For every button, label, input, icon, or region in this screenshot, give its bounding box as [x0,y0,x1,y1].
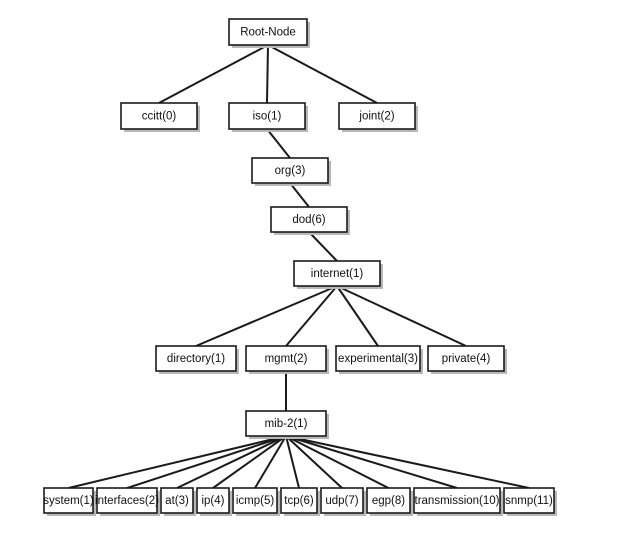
edge-mib-2-to-snmp [285,435,530,489]
node-iso: iso(1) [228,102,308,132]
node-mgmt-box [245,345,327,372]
edge-internet-to-experimental [336,285,379,347]
node-system-box [43,487,94,514]
node-dod: dod(6) [270,206,350,235]
node-icmp-label: icmp(5) [236,495,275,507]
node-interfaces: interfaces(2) [95,487,160,516]
edge-mib-2-to-udp [285,435,343,489]
node-transmission-box [413,487,501,514]
node-mgmt-label: mgmt(2) [265,353,308,365]
node-iso-label: iso(1) [253,111,282,123]
node-experimental-box [335,345,421,372]
node-ip-label: ip(4) [201,495,224,507]
node-snmp-label: snmp(11) [505,495,553,507]
node-org-label: org(3) [275,165,306,177]
node-directory: directory(1) [155,345,239,374]
node-ip: ip(4) [196,487,232,516]
node-joint-label: joint(2) [358,111,394,123]
edge-iso-to-org [266,128,291,159]
node-interfaces-label: interfaces(2) [95,495,159,507]
node-private: private(4) [427,345,507,374]
node-system-label: system(1) [43,495,94,507]
node-snmp: snmp(11) [503,487,557,516]
node-dod-box [270,206,348,233]
node-experimental: experimental(3) [335,345,423,374]
edge-root-to-ccitt [158,44,269,104]
node-internet-label: internet(1) [311,268,364,280]
node-dod-label: dod(6) [292,214,325,226]
node-egp-label: egp(8) [372,495,405,507]
node-udp-label: udp(7) [325,495,358,507]
node-ip-box [196,487,230,514]
edge-root-to-iso [266,44,269,104]
node-mib-2: mib-2(1) [245,410,329,439]
node-icmp: icmp(5) [232,487,280,516]
edge-dod-to-internet [308,231,338,262]
node-directory-label: directory(1) [167,353,225,365]
edge-internet-to-directory [195,285,338,347]
node-egp: egp(8) [366,487,413,516]
node-private-label: private(4) [442,353,491,365]
tree-edges [68,44,530,489]
node-transmission-label: transmission(10) [415,495,500,507]
node-udp-box [320,487,364,514]
edge-mib-2-to-ip [212,435,287,489]
node-experimental-label: experimental(3) [338,353,418,365]
node-ccitt-label: ccitt(0) [142,111,177,123]
edge-mib-2-to-tcp [285,435,300,489]
node-private-box [427,345,505,372]
edge-mib-2-to-icmp [254,435,287,489]
node-at-label: at(3) [165,495,189,507]
node-transmission: transmission(10) [413,487,503,516]
edge-internet-to-mgmt [285,285,338,347]
node-at: at(3) [160,487,196,516]
node-org: org(3) [251,157,331,186]
node-at-box [160,487,194,514]
edge-mib-2-to-system [68,435,287,489]
node-udp: udp(7) [320,487,366,516]
edge-internet-to-private [336,285,467,347]
edge-mib-2-to-interfaces [126,435,287,489]
node-directory-box [155,345,237,372]
tree-nodes: Root-Node ccitt(0) iso(1) joint(2) org(3) dod… [43,18,557,516]
node-tcp-label: tcp(6) [284,495,314,507]
node-icmp-box [232,487,278,514]
node-ccitt-box [120,102,198,130]
node-mib-2-box [245,410,327,437]
edge-mib-2-to-at [176,435,287,489]
node-internet-box [293,260,381,287]
node-ccitt: ccitt(0) [120,102,200,132]
node-root-node: Root-Node [228,18,310,48]
edge-root-to-joint [267,44,378,104]
edge-org-to-dod [289,182,310,208]
node-tcp-box [280,487,318,514]
edge-mib-2-to-transmission [285,435,458,489]
node-root-node-box [228,18,308,46]
node-joint-box [338,102,416,130]
node-org-box [251,157,329,184]
node-tcp: tcp(6) [280,487,320,516]
node-iso-box [228,102,306,130]
node-root-node-label: Root-Node [240,27,296,39]
node-joint: joint(2) [338,102,418,132]
node-system: system(1) [43,487,96,516]
node-egp-box [366,487,411,514]
edge-mib-2-to-egp [285,435,389,489]
node-internet: internet(1) [293,260,383,289]
node-mgmt: mgmt(2) [245,345,329,374]
node-snmp-box [503,487,555,514]
node-mib-2-label: mib-2(1) [265,418,308,430]
node-interfaces-box [96,487,158,514]
